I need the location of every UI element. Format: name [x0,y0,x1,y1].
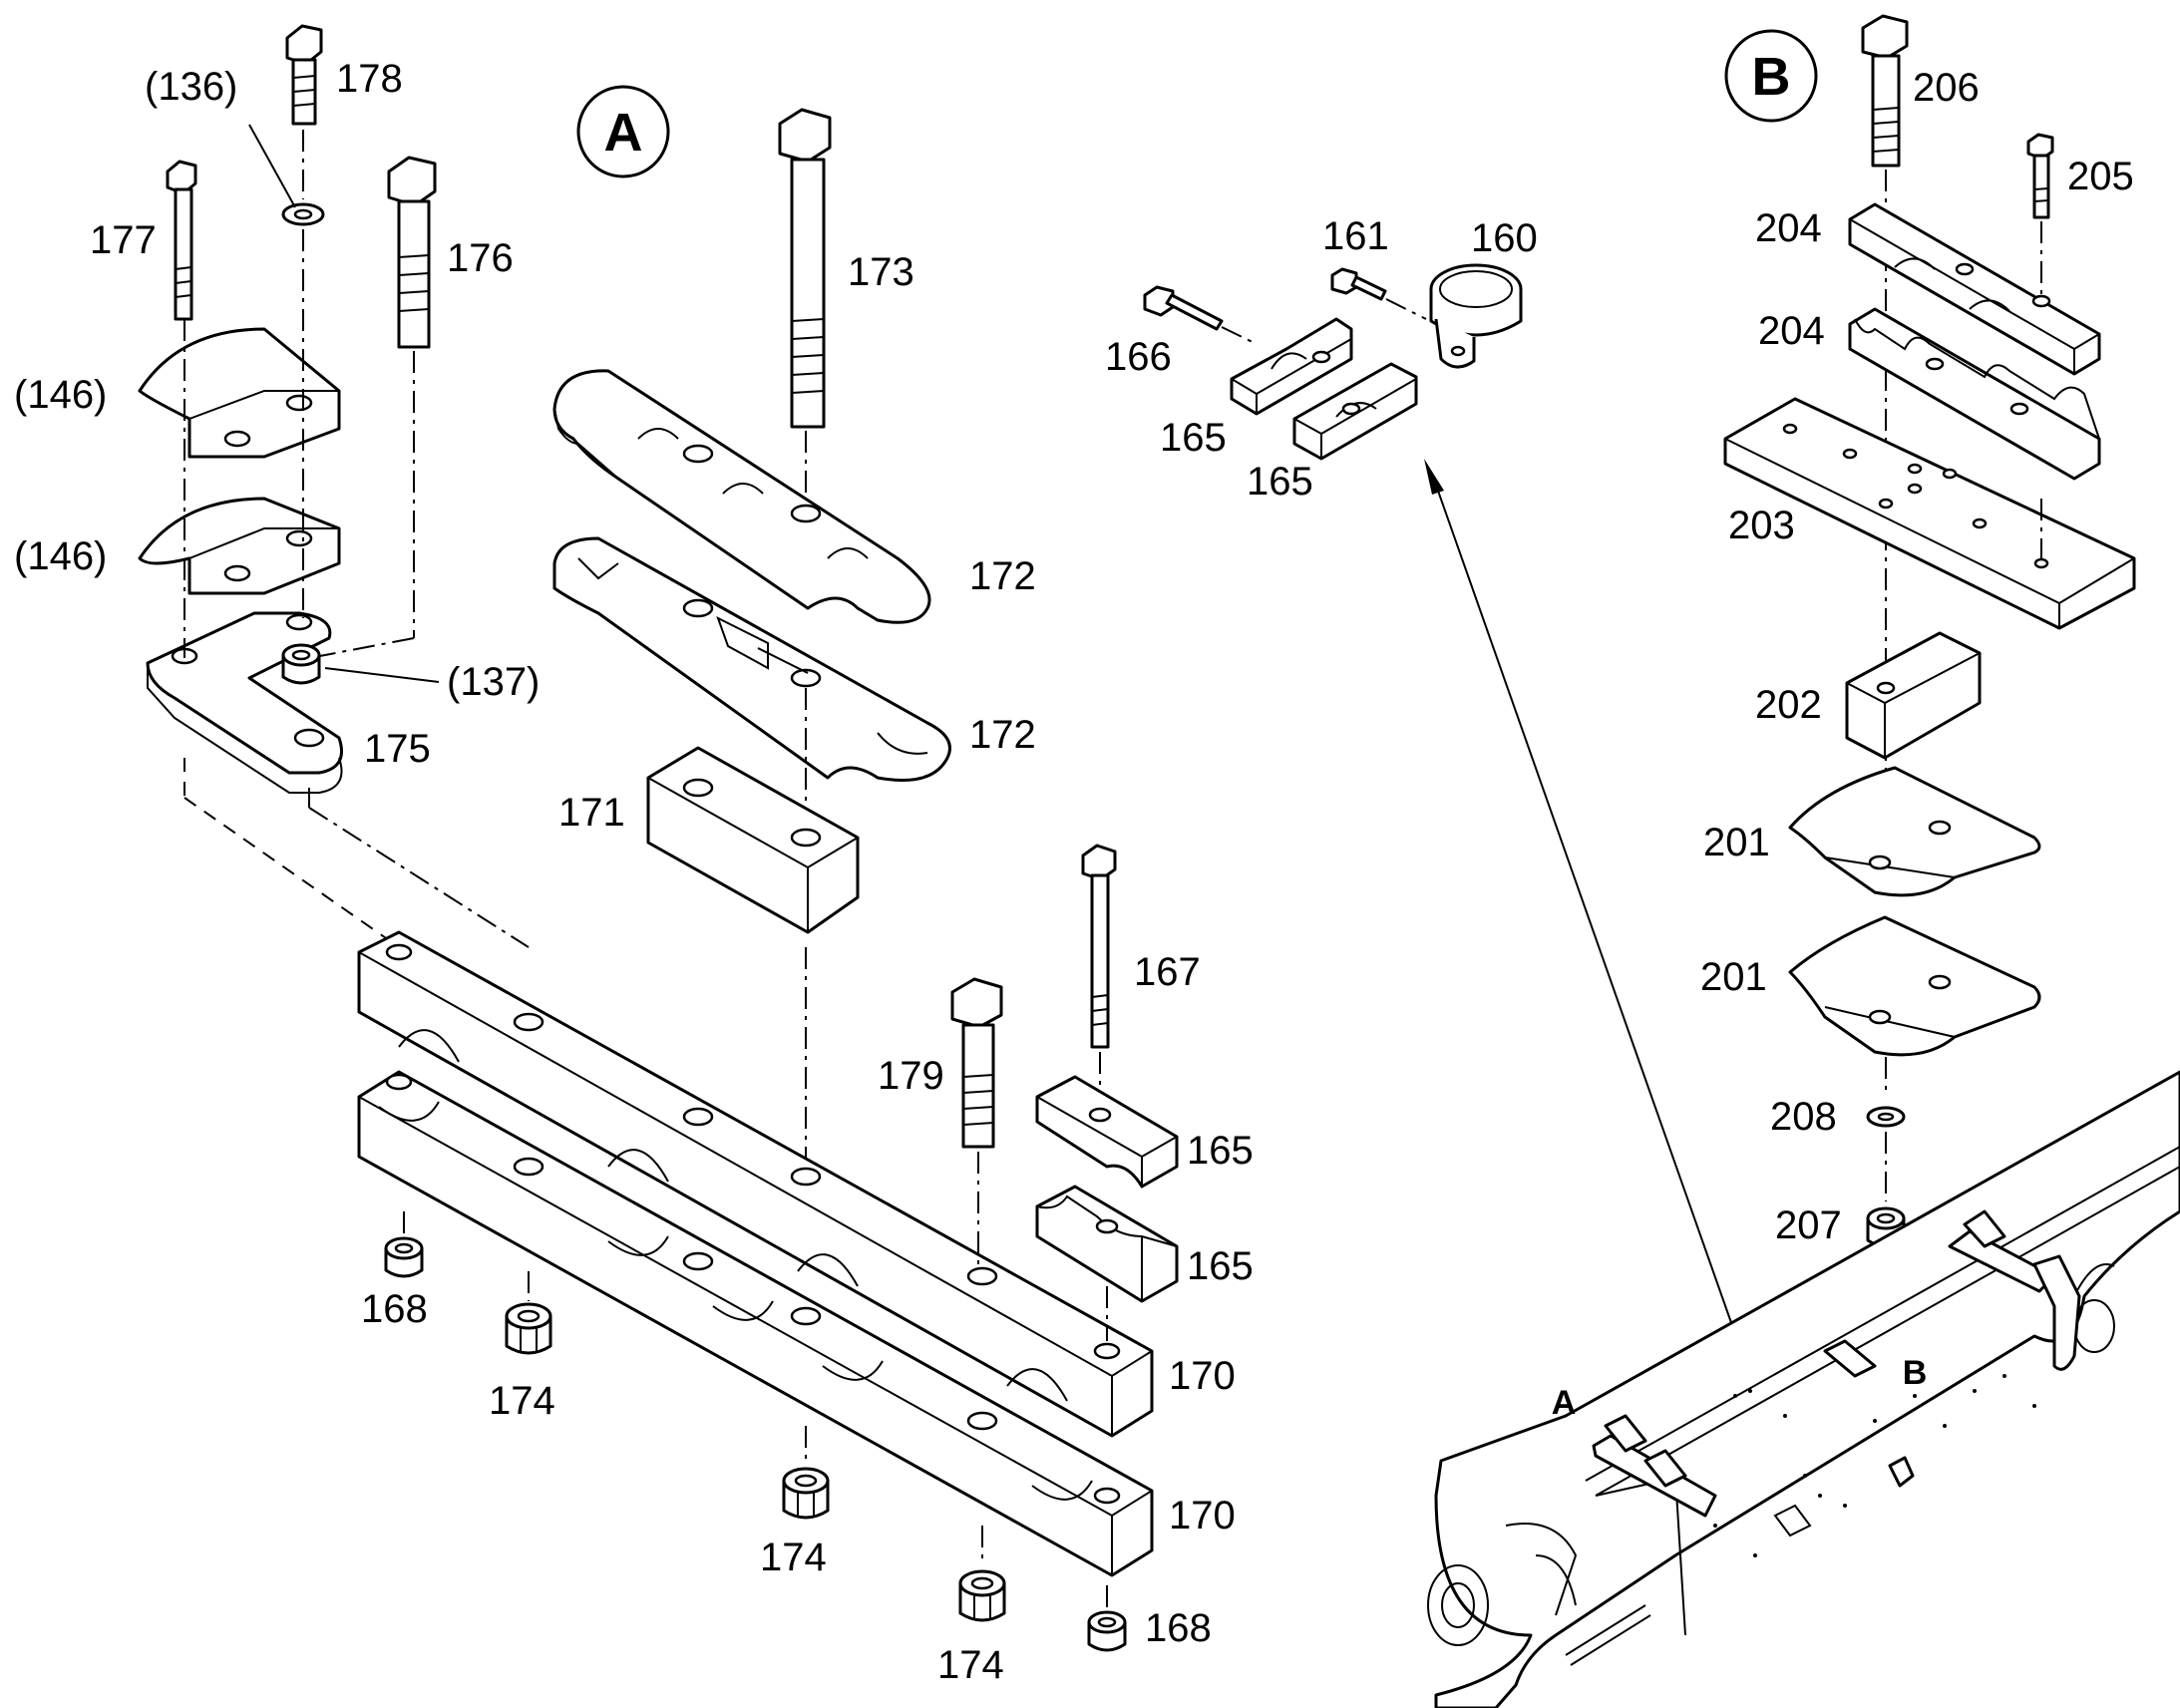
callout-204-lower: 204 [1758,309,1825,353]
nut-168-left [384,1236,424,1278]
callout-137: (137) [447,660,540,704]
rail-170-lower [357,1070,1154,1577]
boom-label-b: B [1903,1354,1928,1392]
callout-202: 202 [1755,683,1822,727]
callout-165-clamp-right: 165 [1247,460,1313,504]
callout-174-left: 174 [489,1379,555,1423]
callout-203: 203 [1728,504,1795,547]
nut-137 [281,643,321,685]
washer-208 [1866,1106,1906,1128]
section-a-badge: A [576,85,670,178]
callout-204-upper: 204 [1755,206,1822,250]
plate-203 [1723,397,2136,630]
nut-174-left [505,1302,552,1355]
boom-bracket-right [1948,1209,2081,1371]
clamp-half-165-right [1292,362,1418,461]
rail-170-upper [357,930,1154,1438]
callout-172-upper: 172 [969,554,1036,598]
saddle-201-lower [1788,915,2041,1057]
bolt-167 [1081,844,1117,1049]
saddle-201-upper [1788,766,2041,897]
callout-165-lower: 165 [1187,1244,1254,1288]
nut-174-right [958,1569,1006,1622]
bolt-161 [1330,267,1387,301]
callout-173: 173 [848,250,914,294]
nut-168-right [1087,1610,1127,1652]
callout-201-lower: 201 [1700,955,1767,999]
pipe-clamp-160 [1429,263,1523,369]
callout-176: 176 [447,236,514,280]
callout-168-right: 168 [1145,1606,1212,1650]
callout-146-upper: (146) [14,373,107,417]
clamp-172-lower [552,536,951,782]
callout-167: 167 [1134,950,1201,994]
bolt-206 [1861,14,1909,168]
callout-171: 171 [558,791,625,835]
callout-170-lower: 170 [1169,1494,1236,1537]
callout-168-left: 168 [361,1287,428,1331]
callout-160: 160 [1471,216,1538,260]
pipe-clamp-assembly [1143,263,1748,1369]
bolt-176 [387,156,437,349]
callout-208: 208 [1770,1095,1837,1139]
callout-206: 206 [1913,66,1980,110]
callout-179: 179 [878,1054,944,1098]
bolt-179 [950,977,1003,1149]
boom-label-a: A [1552,1384,1577,1422]
clamp-half-165-left [1230,317,1353,416]
boom-bracket-b [1823,1339,1915,1488]
section-a-letter: A [604,103,643,163]
callout-170-upper: 170 [1169,1354,1236,1398]
block-202 [1845,631,1982,760]
bolt-173 [778,108,832,429]
nut-174-middle [782,1467,830,1520]
bar-204-lower [1848,307,2101,481]
callout-201-upper: 201 [1703,821,1770,864]
section-b-assembly [1723,14,2136,1248]
saddle-146-lower [138,497,341,595]
callout-165-clamp-left: 165 [1160,416,1227,460]
saddle-146-upper [138,327,341,459]
bolt-205 [2026,133,2054,219]
block-171 [646,746,860,934]
bolt-178 [285,24,323,126]
boom-illustration [1427,1070,2180,1708]
callout-205: 205 [2067,155,2134,198]
callout-174-right: 174 [937,1643,1004,1687]
callout-177: 177 [90,218,157,262]
callout-165-upper: 165 [1187,1129,1254,1173]
callout-166: 166 [1105,335,1172,379]
washer-136 [281,202,325,226]
section-a-assembly [138,24,1179,1652]
callout-178: 178 [336,57,403,101]
block-165-lower [1035,1185,1179,1303]
boom-bracket-a [1592,1414,1717,1518]
callout-175: 175 [364,727,431,771]
clamp-172-upper [552,369,931,624]
section-b-badge: B [1724,29,1818,123]
callout-172-lower: 172 [969,713,1036,757]
callout-174-middle: 174 [760,1536,827,1579]
section-b-letter: B [1752,47,1791,107]
bolt-166 [1143,285,1224,331]
callout-161: 161 [1322,214,1389,258]
block-165-upper [1035,1075,1179,1189]
bolt-177 [166,160,197,321]
callout-146-lower: (146) [14,534,107,578]
plate-175 [146,611,343,794]
callouts: (136) 178 177 176 (146) (146) (137) 175 … [14,57,2134,1687]
callout-207: 207 [1775,1203,1842,1247]
bar-204-upper [1848,202,2101,376]
callout-136: (136) [145,65,237,109]
